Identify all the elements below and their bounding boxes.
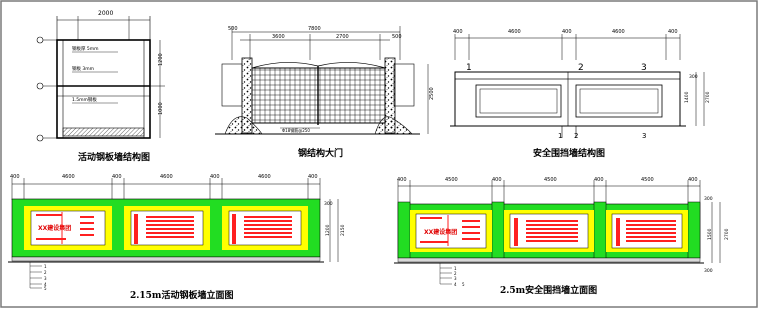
d2-top-left-dim: 500: [228, 26, 238, 32]
d4-legend-5: 5: [44, 286, 47, 291]
d5-seg-4: 4500: [544, 177, 557, 183]
d2-seg-2: 2700: [336, 34, 349, 40]
d4-seg-1: 400: [10, 174, 20, 180]
d3-seg-5: 400: [668, 29, 678, 35]
d2-title: 钢结构大门: [298, 147, 343, 159]
d3-marker-1: 1: [466, 63, 472, 73]
drawing-safety-fence-structure: 400 4600 400 4600 400 1 2 3 1 2 3 300 14…: [450, 29, 711, 159]
d5-legend-5: 5: [462, 282, 465, 287]
d4-panel-2-slogan: [134, 214, 194, 244]
d4-seg-4: 4600: [160, 174, 173, 180]
d1-note-1: 钢板厚 5mm: [72, 45, 99, 52]
d4-seg-2: 4600: [62, 174, 75, 180]
d3-side-dim-3: 2700: [705, 91, 711, 103]
d5-seg-7: 400: [688, 177, 698, 183]
drawing-steel-gate: 500 7800 3600 2700 500 2500 Φ18钢筋@250 钢结…: [215, 26, 435, 159]
d2-side-dim: 2500: [429, 87, 435, 100]
d5-seg-3: 400: [492, 177, 502, 183]
d4-side-dim-2: 1200: [325, 224, 331, 236]
d4-seg-7: 400: [308, 174, 318, 180]
d5-seg-5: 400: [594, 177, 604, 183]
d5-seg-2: 4500: [445, 177, 458, 183]
d2-top-total-dim: 7800: [308, 26, 321, 32]
d4-seg-6: 4600: [258, 174, 271, 180]
d1-side-dim-1: 1200: [158, 53, 164, 66]
d3-marker-3: 3: [641, 63, 647, 73]
d2-note: Φ18钢筋@250: [282, 127, 310, 133]
d3-title: 安全围挡墙结构图: [533, 147, 605, 159]
d1-note-2: 钢板 3mm: [72, 65, 94, 72]
d4-panel-1-slogan: XX建设集团: [36, 212, 94, 244]
d3-bottom-marker-1: 1: [558, 132, 562, 140]
d4-legend-3: 3: [44, 276, 47, 281]
d4-legend-4: 4: [44, 282, 47, 287]
d5-company-text: XX建设集团: [424, 228, 457, 236]
d5-seg-6: 4500: [641, 177, 654, 183]
d4-title: 2.15m活动钢板墙立面图: [130, 289, 233, 301]
d3-marker-2: 2: [578, 63, 584, 73]
d5-side-dim-4: 300: [704, 268, 713, 274]
d4-side-dim-1: 300: [324, 201, 333, 207]
d4-legend-2: 2: [44, 270, 47, 275]
drawing-steel-wall-structure: 2000 1200 1000 钢板厚 5mm 钢板 3mm 1.5mm钢板 活动…: [36, 10, 165, 163]
d4-company-text: XX建设集团: [38, 224, 71, 232]
d4-seg-5: 400: [210, 174, 220, 180]
d5-legend-2: 2: [454, 271, 457, 276]
d2-seg-1: 3600: [272, 34, 285, 40]
d1-side-dim-2: 1000: [158, 102, 164, 115]
d3-seg-3: 400: [562, 29, 572, 35]
d5-legend-3: 3: [454, 276, 457, 281]
d3-bottom-marker-2: 2: [574, 132, 578, 140]
d4-panel-3-slogan: [232, 214, 292, 244]
drawing-25-safety-fence-elevation: 400 4500 400 4500 400 4500 400 XX建设集团: [394, 177, 730, 296]
d5-panel-3-slogan: [616, 218, 676, 246]
d5-side-dim-1: 300: [704, 196, 713, 202]
d5-seg-1: 400: [397, 177, 407, 183]
d2-seg-3: 500: [392, 34, 402, 40]
d3-side-dim-2: 1400: [684, 91, 690, 103]
d5-panel-2-slogan: [514, 218, 578, 246]
d3-side-dim-1: 300: [689, 74, 698, 80]
d3-seg-4: 4600: [612, 29, 625, 35]
d3-seg-1: 400: [453, 29, 463, 35]
d5-legend-1: 1: [454, 266, 457, 271]
d4-side-dim-3: 2150: [340, 224, 346, 236]
d1-note-3: 1.5mm钢板: [72, 96, 97, 103]
d5-panel-1-slogan: XX建设集团: [420, 215, 480, 246]
d4-legend-1: 1: [44, 264, 47, 269]
d3-bottom-marker-3: 3: [642, 132, 646, 140]
d5-side-dim-3: 2700: [724, 228, 730, 240]
d1-top-dim: 2000: [98, 10, 113, 17]
d3-seg-2: 4600: [508, 29, 521, 35]
d5-title: 2.5m安全围挡墙立面图: [500, 284, 597, 296]
d1-title: 活动钢板墙结构图: [78, 151, 150, 163]
d5-panel-2: [504, 210, 594, 252]
d5-legend-4: 4: [454, 282, 457, 287]
drawing-215-steel-wall-elevation: 400 4600 400 4600 400 4600 400 XX建设集团: [8, 174, 346, 301]
d5-side-dim-2: 1500: [707, 228, 713, 240]
d4-seg-3: 400: [112, 174, 122, 180]
